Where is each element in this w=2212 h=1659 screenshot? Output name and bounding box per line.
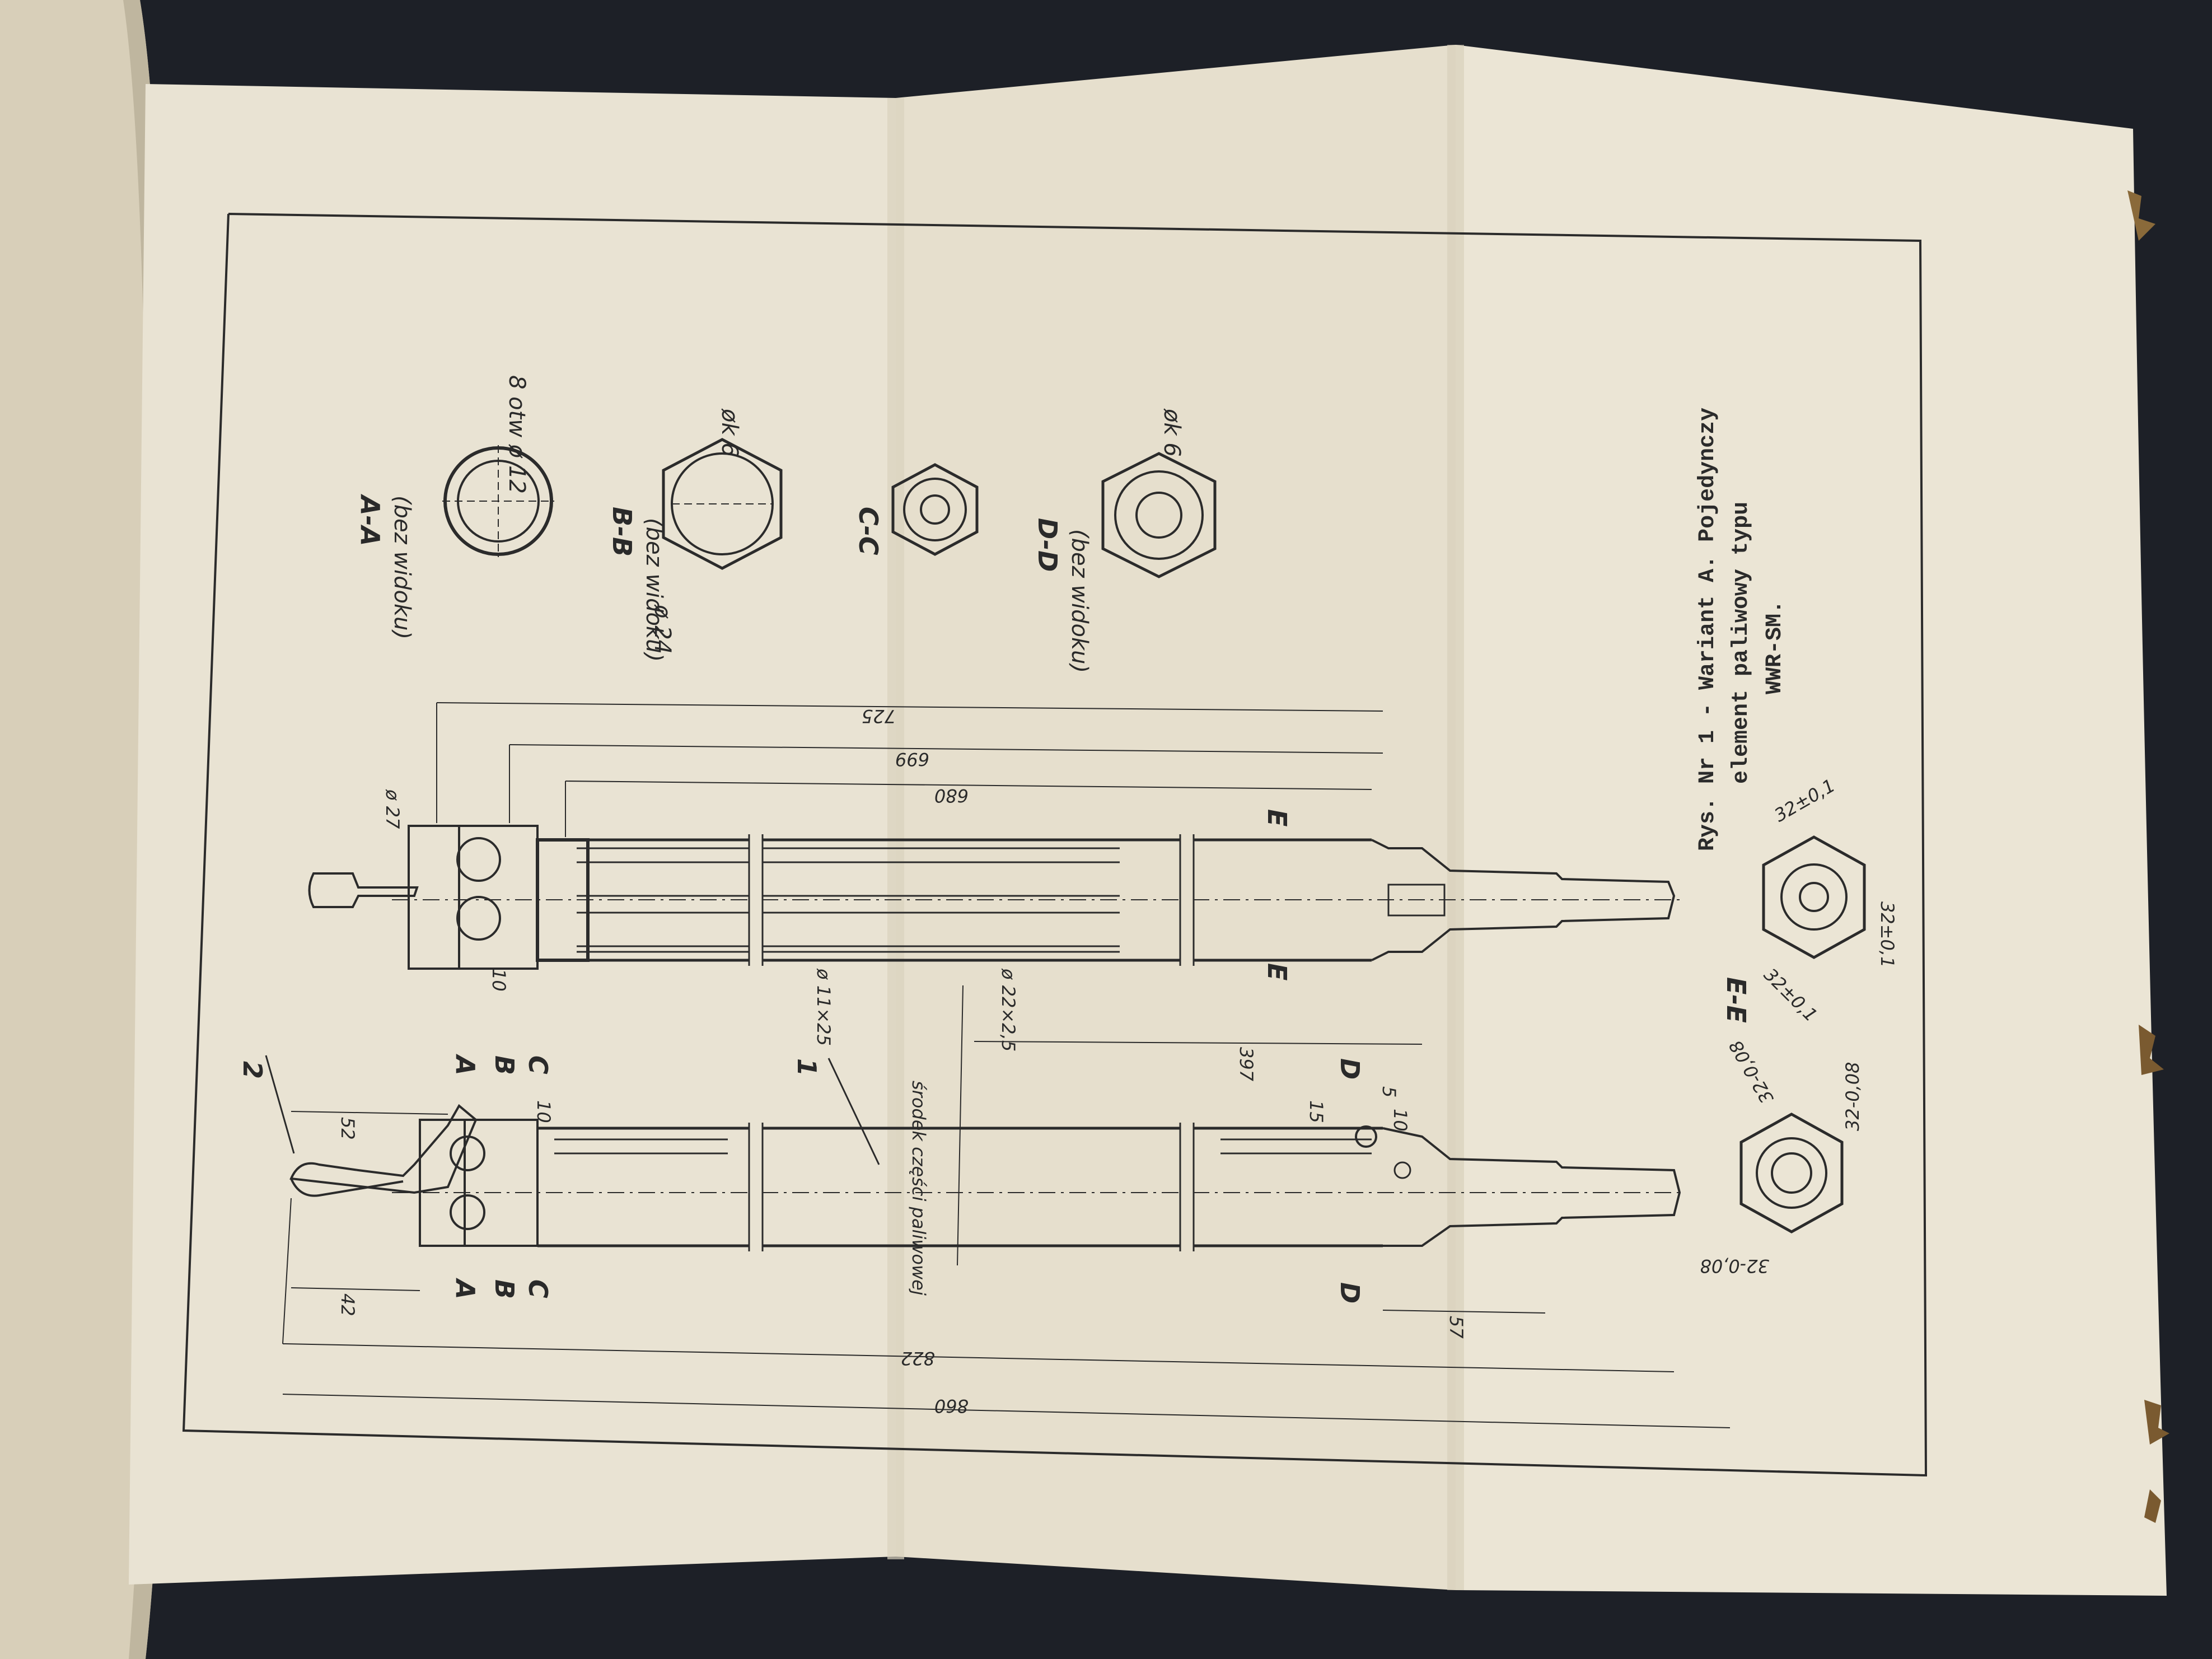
dimension-values: 725 699 680 397 822 860 52 42 57 10 10 1…: [337, 705, 1467, 1417]
center-of-fuel-part: środek części paliwowej: [908, 1081, 929, 1296]
section-ee-dim-b: 32±0,1: [1877, 901, 1898, 968]
fuel-element-sectioned: [308, 825, 1680, 970]
part-2-label: 2: [237, 1061, 268, 1079]
marker-d-top: D: [1335, 1058, 1365, 1079]
section-aa-holes: 8 otw ø 12: [504, 375, 530, 494]
section-cc-title: C-C: [853, 507, 883, 555]
section-ff-dim-c: 32-0,08: [1700, 1255, 1769, 1277]
marker-c-top: C: [523, 1055, 553, 1074]
drawing-sheet: [129, 45, 2169, 1596]
dim-10c: 10: [1390, 1109, 1411, 1132]
dim-57: 57: [1446, 1316, 1467, 1339]
dim-15: 15: [1306, 1100, 1327, 1123]
section-aa-subtitle: (bez widoku): [389, 496, 415, 639]
section-dd-hole: øk 6: [1159, 408, 1185, 457]
drawing-frame: [182, 213, 1928, 1477]
section-ee-title: E-E: [1721, 977, 1751, 1023]
marker-b-bot: B: [489, 1279, 520, 1299]
dim-10a: 10: [488, 969, 509, 992]
caption-line-1: Rys. Nr 1 - Wariant A. Pojedynczy: [1695, 408, 1720, 851]
section-dd: D-D (bez widoku) øk 6: [1032, 408, 1217, 673]
dim-5: 5: [1378, 1086, 1400, 1097]
dim-680: 680: [934, 785, 969, 806]
dim-52: 52: [337, 1117, 358, 1140]
caption-line-3: WWR-SM.: [1762, 600, 1788, 694]
dim-dia-27: ø 27: [382, 789, 403, 829]
section-aa: A-A (bez widoku) 8 otw ø 12: [355, 375, 554, 639]
dim-397: 397: [1236, 1047, 1257, 1082]
section-ff-dim-b: 32-0,08: [1842, 1062, 1863, 1131]
section-markers: 2 1 A B C D A B C D E E: [237, 809, 1365, 1303]
marker-e-bot: E: [1262, 963, 1292, 980]
dim-699: 699: [895, 749, 929, 770]
marker-d-bot: D: [1335, 1282, 1365, 1303]
dim-725: 725: [862, 705, 896, 727]
marker-a-top: A: [450, 1054, 480, 1076]
dim-860: 860: [934, 1395, 969, 1417]
dim-10b: 10: [533, 1100, 554, 1123]
marker-b-top: B: [489, 1055, 520, 1075]
section-aa-title: A-A: [355, 494, 385, 546]
dim-822: 822: [901, 1348, 935, 1369]
section-bb-diameter: ø 24: [649, 604, 675, 654]
part-1-label: 1: [792, 1058, 822, 1076]
section-bb: B-B (bez widoku) ø 24 øk 6: [607, 408, 783, 662]
section-bb-hole: øk 6: [717, 408, 742, 457]
left-book-page: [0, 0, 169, 1659]
figure-caption: Rys. Nr 1 - Wariant A. Pojedynczy elemen…: [1695, 408, 1788, 851]
marker-e-top: E: [1262, 809, 1292, 826]
section-bb-title: B-B: [607, 507, 637, 557]
section-bb-subtitle: (bez widoku): [641, 518, 667, 662]
section-dd-title: D-D: [1032, 518, 1063, 572]
marker-a-bot: A: [450, 1278, 480, 1300]
marker-c-bot: C: [523, 1279, 553, 1298]
dim-dia-11: ø 11×25: [813, 968, 834, 1046]
dim-dia-22: ø 22×2,5: [998, 968, 1019, 1052]
dim-42: 42: [337, 1293, 358, 1316]
dimension-lines: [282, 702, 1731, 1428]
section-cc: C-C: [853, 463, 979, 556]
caption-line-2: element paliwowy typu: [1729, 502, 1754, 784]
section-dd-subtitle: (bez widoku): [1067, 529, 1092, 673]
